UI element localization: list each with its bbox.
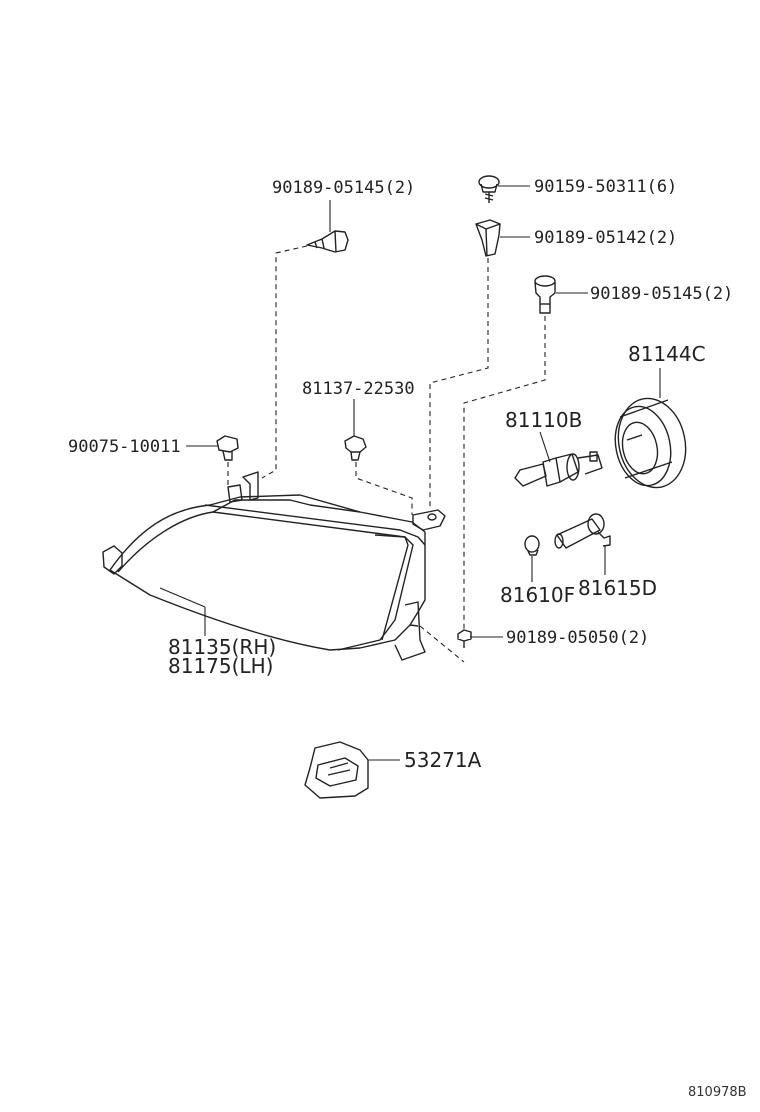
bulb-small-part — [524, 535, 540, 556]
socket-cover-part — [614, 397, 687, 489]
nut-top-center-part — [475, 219, 501, 257]
label-clip-mid: 81137-22530 — [302, 379, 415, 399]
bulb-main-part — [514, 451, 603, 487]
bracket-part — [304, 741, 369, 799]
label-screw-top-left: 90189-05145(2) — [272, 178, 415, 198]
screw-bottom-part — [457, 629, 472, 648]
dashed-connectors — [227, 245, 546, 663]
screw-top-center-part — [478, 175, 500, 203]
label-bulb-small: 81610F — [500, 583, 575, 607]
label-bulb-main: 81110B — [505, 408, 582, 432]
headlamp-assembly-part — [102, 471, 446, 661]
screw-right-part — [534, 275, 556, 314]
label-socket-small: 81615D — [578, 576, 657, 600]
label-socket-cover: 81144C — [628, 342, 706, 366]
label-screw-top-center: 90159-50311(6) — [534, 177, 677, 197]
label-headlamp-lh: 81175(LH) — [168, 654, 273, 678]
label-nut-top-center: 90189-05142(2) — [534, 228, 677, 248]
socket-small-part — [554, 513, 611, 549]
label-screw-bottom: 90189-05050(2) — [506, 628, 649, 648]
clip-mid-part — [344, 435, 367, 461]
label-headlamp-rh: 81135(RH) — [168, 635, 276, 659]
screw-top-left-part — [306, 230, 349, 253]
figure-code: 810978B — [688, 1085, 747, 1100]
label-bracket: 53271A — [404, 748, 482, 772]
bolt-left-part — [216, 435, 239, 461]
label-screw-right: 90189-05145(2) — [590, 284, 733, 304]
label-bolt-left: 90075-10011 — [68, 437, 181, 457]
leader-lines — [159, 185, 661, 761]
